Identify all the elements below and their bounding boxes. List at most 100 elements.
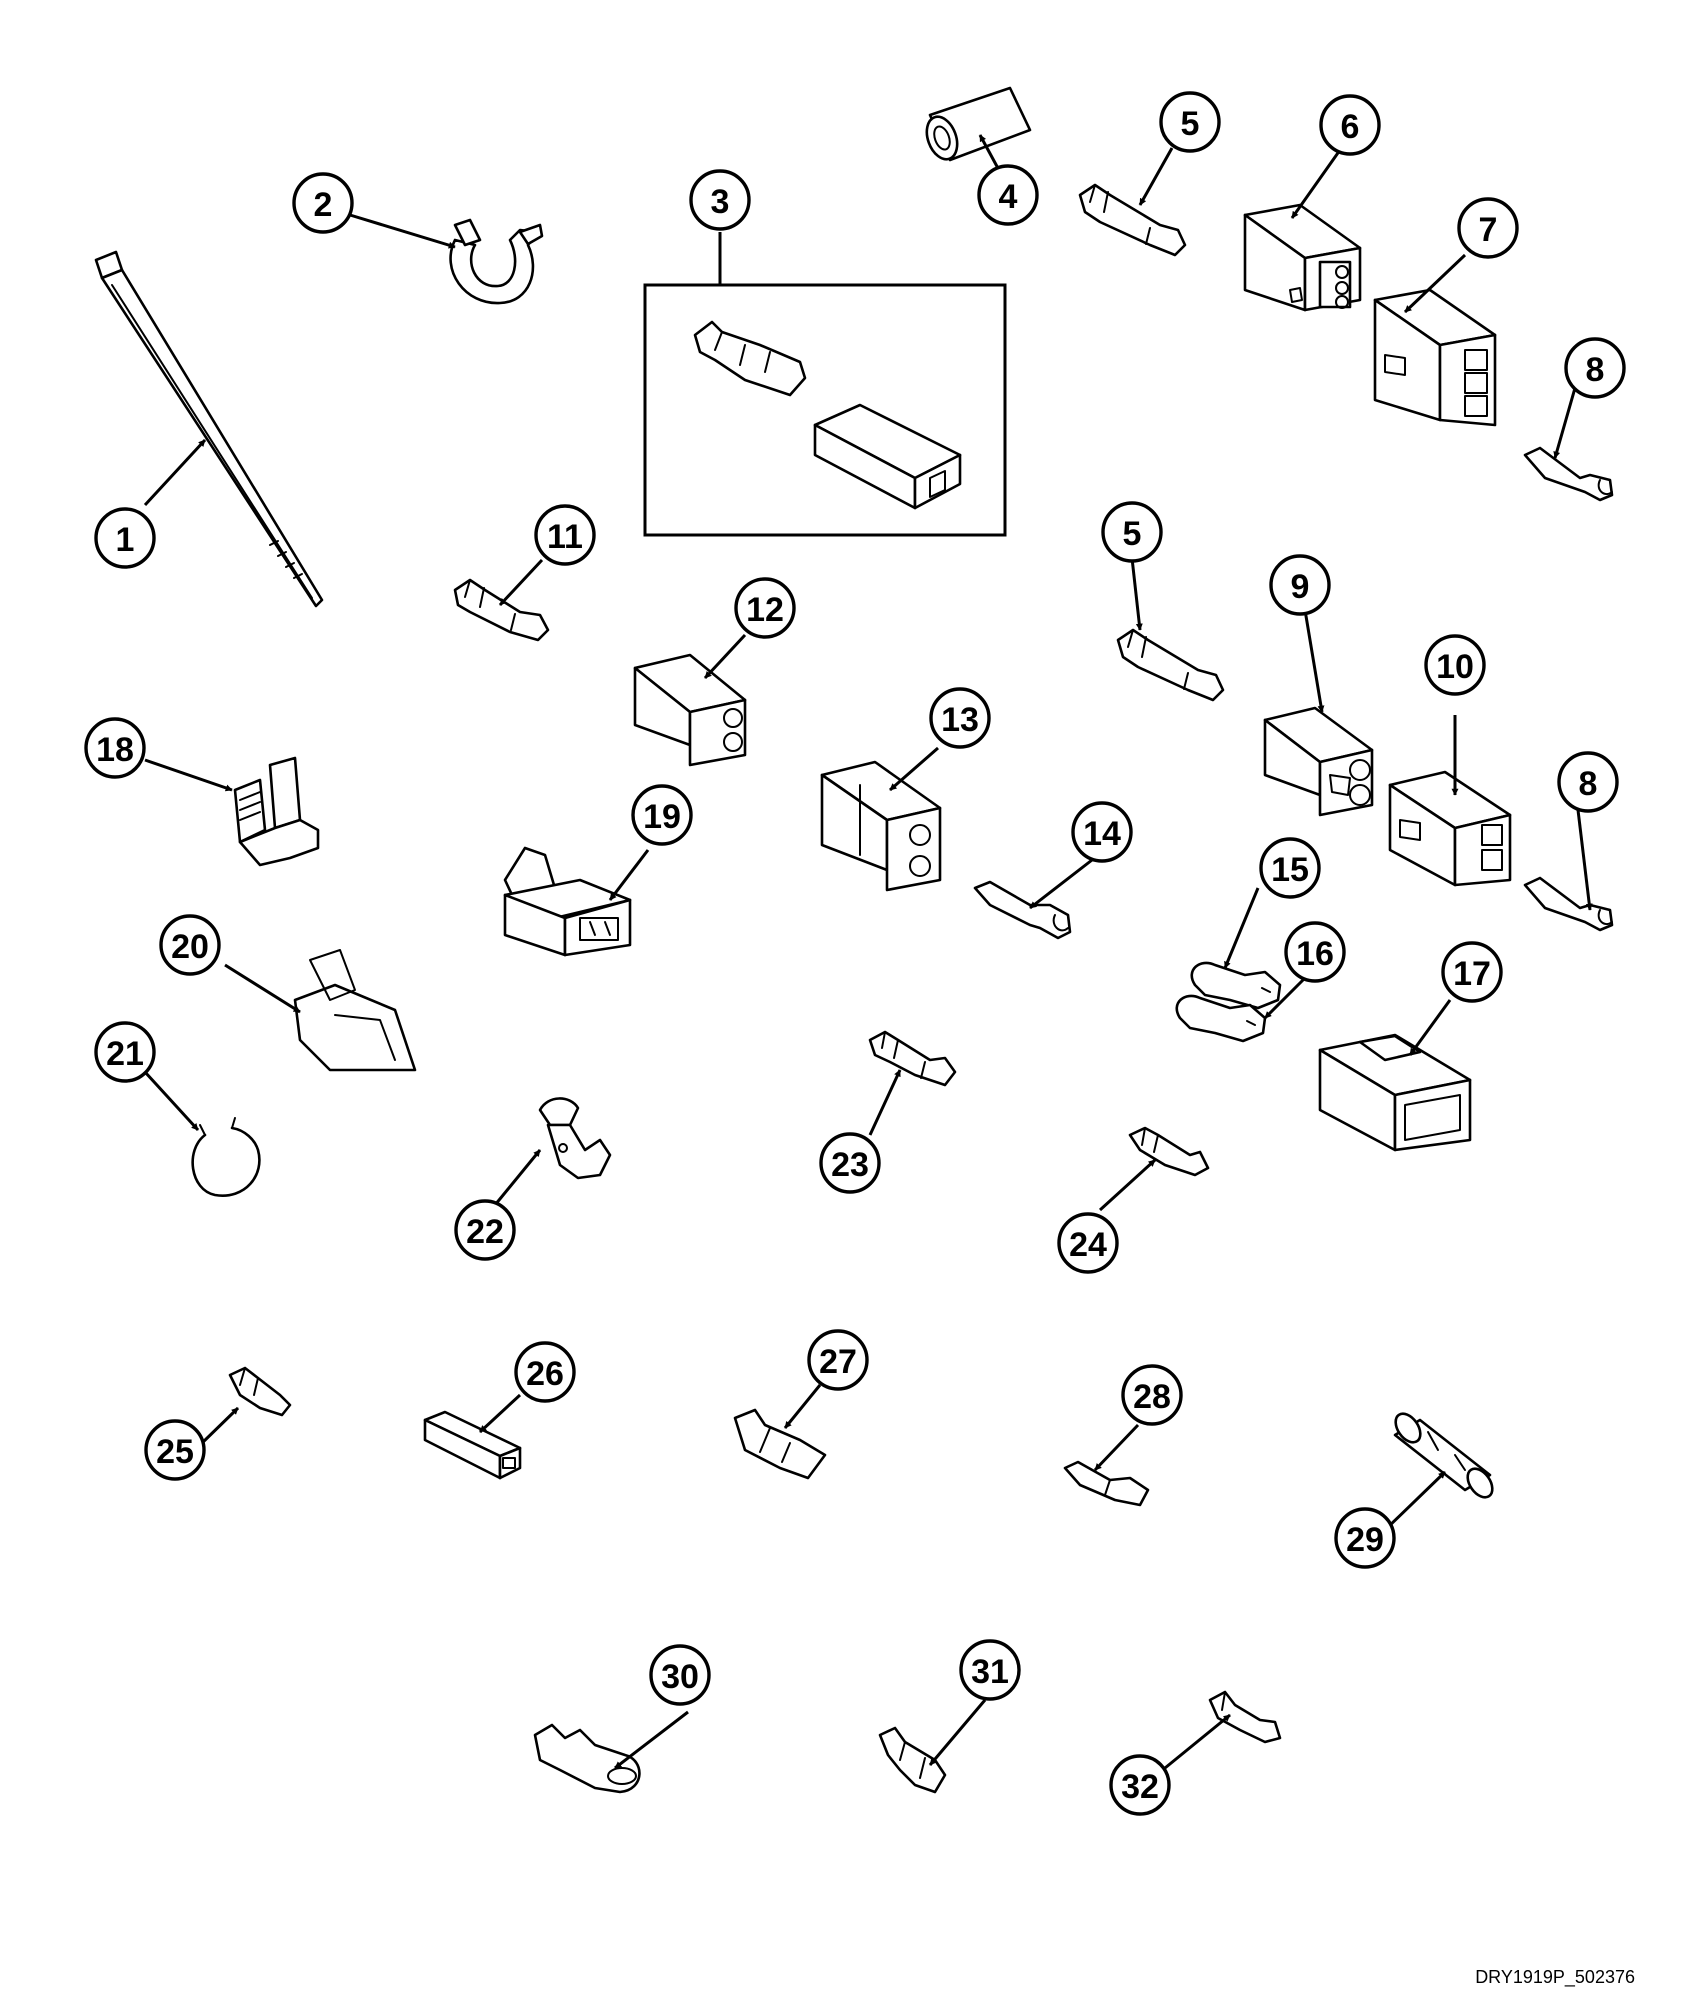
- svg-text:23: 23: [831, 1146, 869, 1184]
- callout-17: 17: [1441, 941, 1503, 1003]
- svg-text:28: 28: [1133, 1378, 1171, 1416]
- end-terminal-part: [1208, 1690, 1282, 1744]
- svg-text:4: 4: [999, 178, 1018, 216]
- callout-19: 19: [631, 784, 693, 846]
- female-terminal-part-c: [1190, 961, 1282, 1010]
- sleeve-part: [925, 86, 1032, 162]
- callout-26: 26: [514, 1341, 576, 1403]
- callout-5-top: 5: [1159, 91, 1221, 153]
- svg-text:30: 30: [661, 1658, 699, 1696]
- terminal-kit-part: [643, 232, 1007, 537]
- svg-text:14: 14: [1083, 815, 1121, 853]
- insulated-terminal-part: [733, 1408, 827, 1480]
- callout-32: 32: [1109, 1754, 1171, 1816]
- svg-text:18: 18: [96, 731, 134, 769]
- drawing-id: DRY1919P_502376: [1475, 1967, 1635, 1987]
- callout-3: 3: [689, 169, 751, 231]
- female-terminal-part-a: [1523, 446, 1614, 502]
- callout-8-bottom: 8: [1557, 751, 1619, 813]
- svg-text:25: 25: [156, 1433, 194, 1471]
- svg-text:16: 16: [1296, 935, 1334, 973]
- callout-14: 14: [1071, 801, 1133, 863]
- wire-clip-part: [293, 949, 417, 1072]
- flag-terminal-part: [868, 1030, 957, 1087]
- callout-5-middle: 5: [1101, 501, 1163, 563]
- connector-housing-3way-b-part: [1373, 288, 1497, 427]
- callout-22: 22: [454, 1199, 516, 1261]
- female-terminal-part-b: [1523, 876, 1614, 932]
- kit-box: [643, 283, 1007, 537]
- fuse-part: [1393, 1412, 1494, 1499]
- pin-terminal-part-a: [1078, 183, 1187, 257]
- callout-11: 11: [534, 504, 596, 566]
- callout-29: 29: [1334, 1507, 1396, 1569]
- callout-15: 15: [1259, 837, 1321, 899]
- callout-13: 13: [929, 687, 991, 749]
- svg-text:8: 8: [1579, 765, 1598, 803]
- callout-24: 24: [1057, 1212, 1119, 1274]
- callout-10: 10: [1424, 634, 1486, 696]
- svg-text:26: 26: [526, 1355, 564, 1393]
- svg-text:22: 22: [466, 1213, 504, 1251]
- male-pin-terminal-part: [973, 880, 1072, 940]
- callout-16: 16: [1284, 921, 1346, 983]
- svg-text:1: 1: [116, 521, 135, 559]
- female-terminal-part-d: [1175, 994, 1267, 1043]
- svg-text:5: 5: [1181, 105, 1200, 143]
- pin-terminal-part-c: [453, 578, 550, 642]
- svg-text:24: 24: [1069, 1226, 1107, 1264]
- svg-text:6: 6: [1341, 108, 1360, 146]
- callout-7: 7: [1457, 197, 1519, 259]
- svg-text:10: 10: [1436, 648, 1474, 686]
- connector-housing-2way-b-part: [1388, 770, 1512, 887]
- callout-25: 25: [144, 1419, 206, 1481]
- svg-text:15: 15: [1271, 851, 1309, 889]
- svg-text:29: 29: [1346, 1521, 1384, 1559]
- hose-clamp-part: [449, 218, 544, 305]
- callout-9: 9: [1269, 554, 1331, 616]
- connector-housing-small-part: [633, 653, 747, 767]
- connector-housing-2way-part: [1263, 706, 1374, 817]
- connector-housing-3way-part: [1243, 203, 1362, 312]
- quick-disconnect-part: [1063, 1460, 1150, 1507]
- svg-text:7: 7: [1479, 211, 1498, 249]
- svg-text:32: 32: [1121, 1768, 1159, 1806]
- svg-text:9: 9: [1291, 568, 1310, 606]
- svg-text:8: 8: [1586, 351, 1605, 389]
- callout-27: 27: [807, 1329, 869, 1391]
- callout-31: 31: [959, 1639, 1021, 1701]
- callout-18: 18: [84, 717, 146, 779]
- callout-2: 2: [292, 172, 354, 234]
- flat-terminal-part: [1128, 1126, 1210, 1177]
- svg-text:20: 20: [171, 928, 209, 966]
- retaining-ring-part: [191, 1117, 261, 1197]
- connector-housing-medium-part: [820, 760, 942, 892]
- connector-housing-latch-part: [503, 846, 632, 957]
- svg-text:11: 11: [547, 518, 583, 556]
- cable-clip-part: [233, 756, 320, 867]
- svg-text:5: 5: [1123, 515, 1142, 553]
- callout-30: 30: [649, 1644, 711, 1706]
- locking-terminal-part: [878, 1726, 947, 1794]
- callout-6: 6: [1319, 94, 1381, 156]
- svg-text:31: 31: [971, 1653, 1009, 1691]
- svg-text:3: 3: [711, 183, 730, 221]
- svg-text:17: 17: [1453, 955, 1491, 993]
- callout-8-top: 8: [1564, 337, 1626, 399]
- callout-21: 21: [94, 1021, 156, 1083]
- insulator-part: [423, 1410, 522, 1480]
- callout-28: 28: [1121, 1364, 1183, 1426]
- clip-part: [538, 1097, 612, 1180]
- cable-tie-part: [94, 250, 324, 608]
- svg-text:2: 2: [314, 186, 333, 224]
- pin-terminal-part-b: [1116, 628, 1225, 702]
- small-terminal-part: [228, 1366, 292, 1417]
- svg-text:12: 12: [746, 591, 784, 629]
- callout-23: 23: [819, 1132, 881, 1194]
- svg-text:27: 27: [819, 1343, 857, 1381]
- callout-12: 12: [734, 577, 796, 639]
- svg-text:13: 13: [941, 701, 979, 739]
- svg-text:21: 21: [106, 1035, 144, 1073]
- callout-20: 20: [159, 914, 221, 976]
